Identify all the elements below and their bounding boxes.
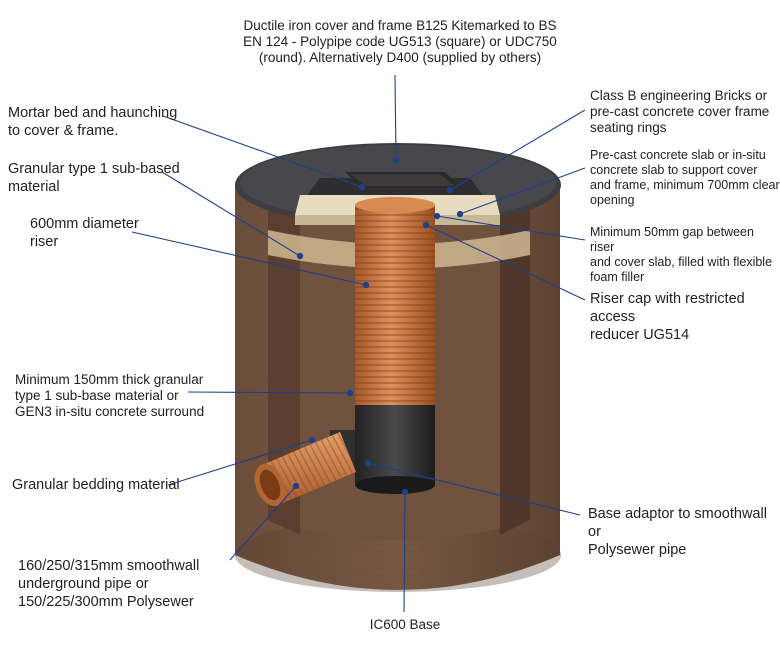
leader-lines bbox=[131, 74, 586, 613]
label-base: IC600 Base bbox=[369, 617, 441, 632]
leader-base-adaptor bbox=[367, 462, 581, 516]
label-gap: Minimum 50mm gap between riser and cover… bbox=[590, 225, 773, 284]
manhole-cover bbox=[345, 172, 462, 188]
leader-cover bbox=[394, 74, 397, 159]
label-cover: Ductile iron cover and frame B125 Kitema… bbox=[243, 18, 557, 65]
label-bricks: Class B engineering Bricks or pre-cast c… bbox=[590, 88, 770, 135]
label-bedding: Granular bedding material bbox=[12, 477, 180, 493]
label-slab: Pre-cast concrete slab or in-situ concre… bbox=[590, 148, 780, 207]
leader-slab bbox=[459, 167, 586, 215]
outlet-pipe bbox=[254, 432, 356, 507]
label-surround: Minimum 150mm thick granular type 1 sub-… bbox=[15, 372, 205, 419]
label-base-adaptor: Base adaptor to smoothwall or Polysewer … bbox=[588, 506, 767, 558]
leader-gap bbox=[436, 215, 586, 241]
base-unit bbox=[330, 405, 435, 494]
label-riser-diameter: 600mm diameter riser bbox=[30, 216, 139, 250]
leader-pipe bbox=[229, 485, 297, 561]
leader-bedding bbox=[167, 439, 313, 486]
label-riser-cap: Riser cap with restricted access reducer… bbox=[590, 291, 745, 343]
leader-base bbox=[403, 491, 406, 613]
label-mortar: Mortar bed and haunching to cover & fram… bbox=[8, 105, 178, 139]
riser-pipe bbox=[355, 197, 435, 405]
leader-surround bbox=[187, 391, 351, 394]
label-granular-sub: Granular type 1 sub-based material bbox=[8, 161, 180, 195]
label-pipe: 160/250/315mm smoothwall underground pip… bbox=[18, 558, 200, 610]
leader-bricks bbox=[449, 109, 586, 191]
leader-mortar bbox=[162, 115, 363, 188]
leader-riser-diameter bbox=[131, 231, 367, 286]
leader-granular-sub bbox=[161, 171, 301, 257]
leader-riser-cap bbox=[425, 224, 586, 301]
